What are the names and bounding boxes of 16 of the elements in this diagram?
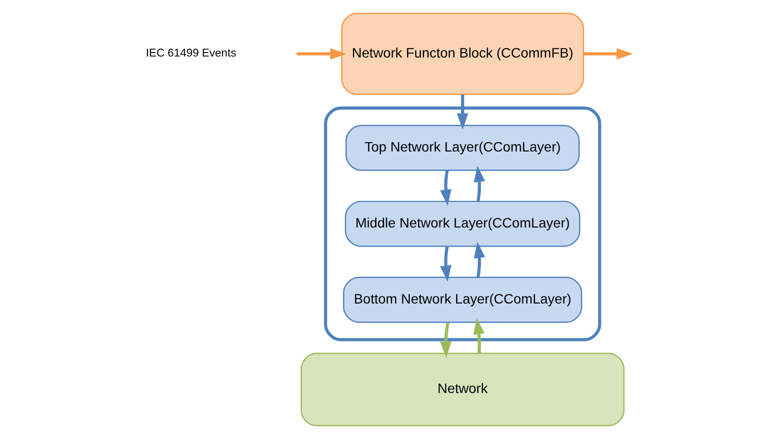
arrow — [473, 166, 485, 202]
arrow — [456, 94, 468, 130]
node-box: Top Network Layer(CComLayer) — [345, 124, 580, 171]
arrow — [440, 322, 451, 358]
label: IEC 61499 Events — [145, 48, 236, 60]
node-box: Network Functon Block (CCommFB) — [340, 12, 584, 95]
arrow — [473, 242, 485, 278]
node-box: Middle Network Layer(CComLayer) — [344, 200, 580, 247]
arrow — [582, 48, 632, 60]
arrow — [296, 48, 346, 60]
node-box: Network — [300, 352, 624, 426]
arrow — [440, 170, 451, 206]
arrow — [440, 246, 451, 282]
arrow — [472, 318, 484, 354]
node-box: Bottom Network Layer(CComLayer) — [342, 276, 582, 323]
cluster — [324, 106, 601, 342]
